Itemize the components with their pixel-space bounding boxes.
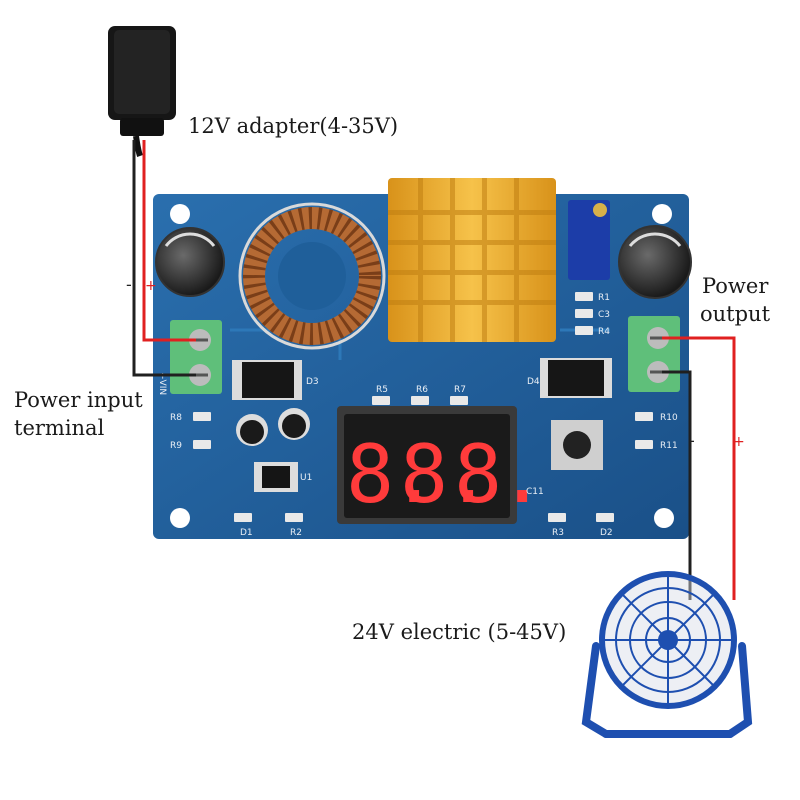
potentiometer — [568, 200, 610, 280]
diode-d4 — [540, 358, 612, 398]
output-positive-wire — [662, 336, 736, 600]
silk-r3: R3 — [552, 528, 564, 538]
heatsink — [388, 178, 556, 342]
regulator-u1 — [254, 462, 298, 492]
input-negative-wire — [132, 140, 196, 377]
power-output-label-line2: output — [700, 302, 771, 326]
silk-r9: R9 — [170, 441, 182, 451]
smd-components — [193, 292, 653, 522]
silkscreen: R5 R6 R7 R8 R9 R10 R11 R1 C3 R4 D1 R2 R3… — [157, 293, 678, 538]
display-digit-3: 8. — [454, 428, 542, 521]
silk-d2: D2 — [600, 528, 613, 538]
silk-c3: C3 — [598, 310, 610, 320]
mark-plus-right: + — [733, 434, 745, 450]
power-input-label-line2: terminal — [14, 416, 105, 440]
push-button — [551, 420, 603, 470]
silk-r6: R6 — [416, 385, 428, 395]
capacitor-right — [618, 225, 692, 299]
mark-minus-left: - — [126, 275, 132, 294]
power-input-label-line1: Power input — [14, 388, 143, 412]
small-capacitors — [236, 408, 310, 446]
silk-r8: R8 — [170, 413, 182, 423]
power-output-label-line1: Power — [702, 274, 769, 298]
silk-c11: C11 — [526, 487, 544, 497]
mark-minus-right: - — [689, 431, 695, 450]
led-display: 8. 8. 8. — [337, 406, 546, 524]
silk-r10: R10 — [660, 413, 678, 423]
output-terminal-block — [628, 316, 680, 392]
adapter-label: 12V adapter(4-35V) — [188, 114, 399, 138]
diode-d3 — [232, 360, 302, 400]
silk-r7: R7 — [454, 385, 466, 395]
output-negative-wire — [662, 370, 692, 600]
adapter-icon — [108, 26, 176, 157]
silk-r1: R1 — [598, 293, 610, 303]
load-label: 24V electric (5-45V) — [352, 620, 567, 644]
silk-vin: +VIN — [157, 372, 167, 395]
wires — [132, 140, 736, 600]
silk-r4: R4 — [598, 327, 610, 337]
silk-u1: U1 — [300, 473, 312, 483]
mark-plus-left: + — [145, 278, 157, 294]
inductor-coil — [238, 202, 386, 350]
capacitor-left — [155, 227, 225, 297]
silk-r5: R5 — [376, 385, 388, 395]
silk-d1: D1 — [240, 528, 253, 538]
fan-icon — [581, 571, 753, 738]
input-positive-wire — [142, 140, 196, 342]
silk-d4: D4 — [527, 377, 540, 387]
silk-r2: R2 — [290, 528, 302, 538]
silk-d3: D3 — [306, 377, 319, 387]
display-digit-1: 8. — [346, 428, 434, 521]
input-terminal-block — [170, 320, 222, 394]
silk-r11: R11 — [660, 441, 678, 451]
display-digit-2: 8. — [400, 428, 488, 521]
